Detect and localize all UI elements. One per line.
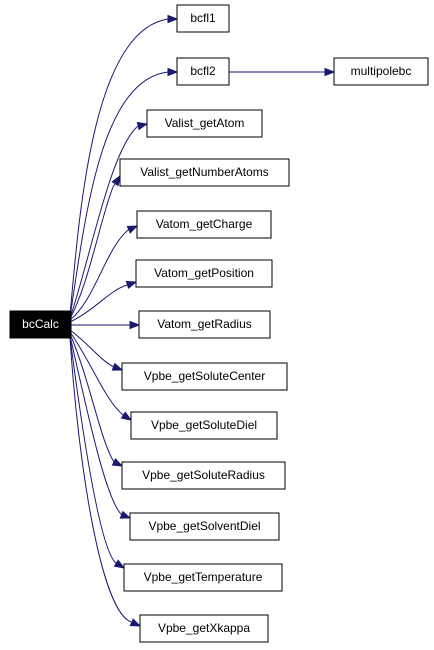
node-Vpbe_getSoluteRadius[interactable]: Vpbe_getSoluteRadius: [121, 461, 286, 490]
arrowhead-icon: [129, 320, 141, 330]
call-edge: [69, 186, 114, 320]
node-label: bcfl1: [190, 11, 216, 25]
arrowhead-icon: [111, 174, 121, 187]
node-Valist_getAtom[interactable]: Valist_getAtom: [146, 109, 263, 138]
node-label: Vpbe_getSoluteRadius: [142, 468, 265, 482]
call-edge: [69, 337, 132, 623]
node-label: Vpbe_getSoluteDiel: [151, 418, 257, 432]
node-Vatom_getCharge[interactable]: Vatom_getCharge: [136, 210, 272, 239]
node-multipolebc[interactable]: multipolebc: [333, 57, 429, 86]
arrowhead-icon: [167, 67, 179, 77]
arrowhead-icon: [120, 411, 133, 421]
node-label: Vatom_getRadius: [157, 317, 252, 331]
call-edge: [69, 18, 169, 317]
node-Vatom_getRadius[interactable]: Vatom_getRadius: [138, 310, 271, 339]
node-label: Vpbe_getSolventDiel: [148, 519, 260, 533]
node-Vpbe_getSoluteCenter[interactable]: Vpbe_getSoluteCenter: [121, 362, 288, 391]
node-bcfl2[interactable]: bcfl2: [176, 57, 230, 86]
call-edge: [69, 335, 123, 516]
node-label: bcfl2: [190, 64, 216, 78]
node-Valist_getNumberAtoms[interactable]: Valist_getNumberAtoms: [119, 158, 290, 187]
node-label: Vatom_getPosition: [154, 266, 254, 280]
node-Vatom_getPosition[interactable]: Vatom_getPosition: [135, 259, 273, 288]
node-label: Valist_getAtom: [165, 116, 245, 130]
node-Vpbe_getSoluteDiel[interactable]: Vpbe_getSoluteDiel: [130, 411, 278, 440]
call-edge: [69, 229, 129, 321]
call-edge: [69, 333, 115, 463]
node-bcCalc[interactable]: bcCalc: [9, 310, 72, 339]
arrowhead-icon: [167, 14, 179, 24]
arrowhead-icon: [136, 121, 149, 131]
arrowhead-icon: [119, 510, 132, 519]
arrowhead-icon: [111, 457, 124, 467]
node-Vpbe_getTemperature[interactable]: Vpbe_getTemperature: [123, 563, 283, 592]
node-label: multipolebc: [351, 64, 412, 78]
node-bcfl1[interactable]: bcfl1: [176, 4, 230, 33]
node-label: bcCalc: [22, 317, 59, 331]
arrowhead-icon: [129, 618, 142, 627]
node-label: Vpbe_getSoluteCenter: [144, 369, 265, 383]
call-edge: [69, 331, 124, 416]
node-label: Vpbe_getXkappa: [158, 621, 250, 635]
node-label: Vpbe_getTemperature: [144, 570, 263, 584]
arrowhead-icon: [324, 67, 336, 77]
arrowhead-icon: [126, 225, 139, 234]
node-Vpbe_getSolventDiel[interactable]: Vpbe_getSolventDiel: [129, 512, 280, 541]
arrowhead-icon: [113, 559, 126, 569]
call-edges: [69, 14, 336, 627]
call-edge: [69, 284, 128, 323]
arrowhead-icon: [111, 362, 124, 371]
call-nodes: bcCalc bcfl1 bcfl2 multipolebc Valist_ge…: [9, 4, 429, 643]
call-edge: [69, 125, 139, 319]
call-edge: [69, 71, 169, 318]
call-edge: [69, 329, 115, 368]
node-label: Vatom_getCharge: [156, 217, 253, 231]
call-edge: [69, 336, 117, 564]
node-Vpbe_getXkappa[interactable]: Vpbe_getXkappa: [139, 614, 269, 643]
arrowhead-icon: [125, 280, 138, 290]
node-label: Valist_getNumberAtoms: [140, 165, 269, 179]
